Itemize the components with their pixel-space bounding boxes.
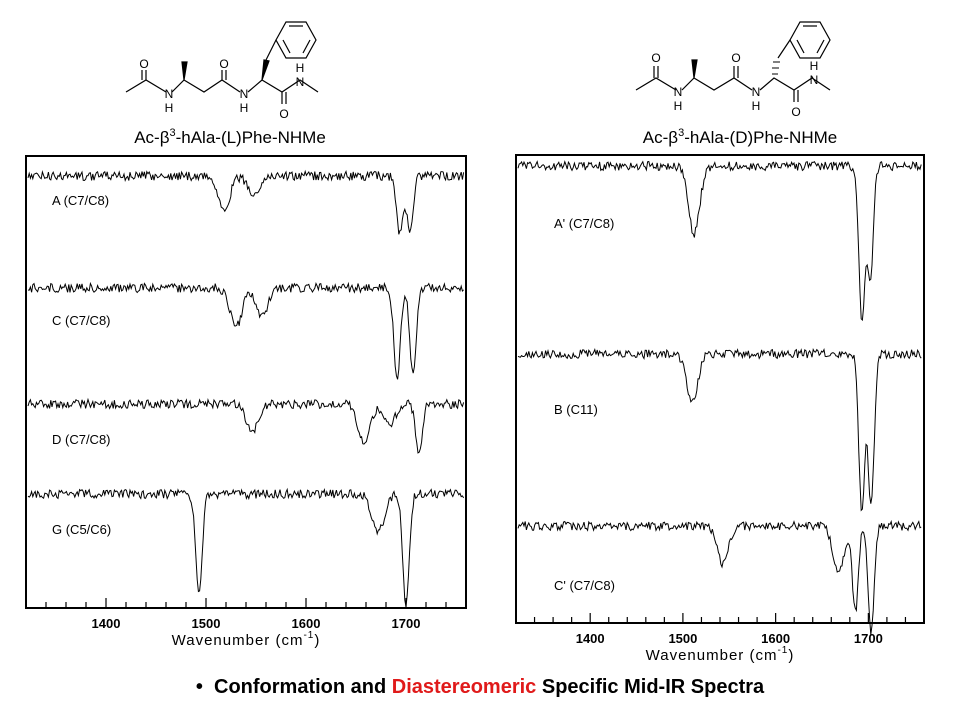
atom-label: H bbox=[810, 59, 819, 73]
molecule-structure-right bbox=[635, 21, 831, 102]
caption-highlight: Diastereomeric bbox=[391, 676, 537, 698]
atom-label: H bbox=[240, 101, 249, 115]
caption-text-2: Specific Mid-IR Spectra bbox=[536, 676, 765, 698]
molecule-atom-labels-right: O N H O N H H N O bbox=[651, 51, 818, 119]
x-axis-label: Wavenumber (cm-1) bbox=[172, 630, 321, 649]
molecule-name-right: Ac-β3-hAla-(D)Phe-NHMe bbox=[643, 127, 837, 147]
series-label: B (C11) bbox=[554, 402, 598, 417]
atom-label: H bbox=[752, 99, 761, 113]
atom-label: N bbox=[810, 73, 819, 87]
atom-label: H bbox=[165, 101, 174, 115]
atom-label: H bbox=[674, 99, 683, 113]
atom-label: O bbox=[651, 51, 660, 65]
spectrum-trace bbox=[517, 160, 922, 322]
spectrum-trace bbox=[27, 169, 465, 235]
atom-label: H bbox=[296, 61, 305, 75]
x-axis-label: Wavenumber (cm-1) bbox=[646, 645, 795, 664]
plot-frame bbox=[25, 155, 467, 609]
x-tick-label: 1500 bbox=[668, 631, 697, 646]
series-label: C (C7/C8) bbox=[52, 313, 111, 328]
series-label: G (C5/C6) bbox=[52, 522, 111, 537]
x-tick-label: 1600 bbox=[292, 616, 321, 631]
x-tick-label: 1700 bbox=[392, 616, 421, 631]
spectrum-trace bbox=[27, 487, 465, 607]
molecule-atom-labels-left: O N H O N H H N O bbox=[139, 57, 304, 121]
series-label: C' (C7/C8) bbox=[554, 578, 615, 593]
atom-label: O bbox=[219, 57, 228, 71]
atom-label: N bbox=[674, 85, 683, 99]
atom-label: O bbox=[791, 105, 800, 119]
atom-label: O bbox=[731, 51, 740, 65]
x-tick-label: 1400 bbox=[92, 616, 121, 631]
molecule-structure-left bbox=[125, 21, 319, 104]
bullet: • bbox=[195, 676, 203, 698]
atom-label: N bbox=[165, 87, 174, 101]
atom-label: O bbox=[279, 107, 288, 121]
caption-text-1: Conformation and bbox=[214, 676, 392, 698]
spectrum-trace bbox=[27, 397, 465, 454]
x-tick-label: 1500 bbox=[192, 616, 221, 631]
atom-label: N bbox=[240, 87, 249, 101]
x-tick-label: 1400 bbox=[576, 631, 605, 646]
spectrum-trace bbox=[27, 281, 464, 380]
spectrum-trace bbox=[517, 519, 922, 635]
x-tick-label: 1600 bbox=[761, 631, 790, 646]
series-label: D (C7/C8) bbox=[52, 432, 111, 447]
molecule-name-left: Ac-β3-hAla-(L)Phe-NHMe bbox=[134, 127, 326, 147]
series-label: A (C7/C8) bbox=[52, 193, 109, 208]
footer-caption: • Conformation and Diastereomeric Specif… bbox=[0, 676, 960, 699]
atom-label: N bbox=[296, 75, 305, 89]
x-tick-label: 1700 bbox=[854, 631, 883, 646]
atom-label: O bbox=[139, 57, 148, 71]
atom-label: N bbox=[752, 85, 761, 99]
series-label: A' (C7/C8) bbox=[554, 216, 614, 231]
spectrum-trace bbox=[517, 347, 922, 512]
